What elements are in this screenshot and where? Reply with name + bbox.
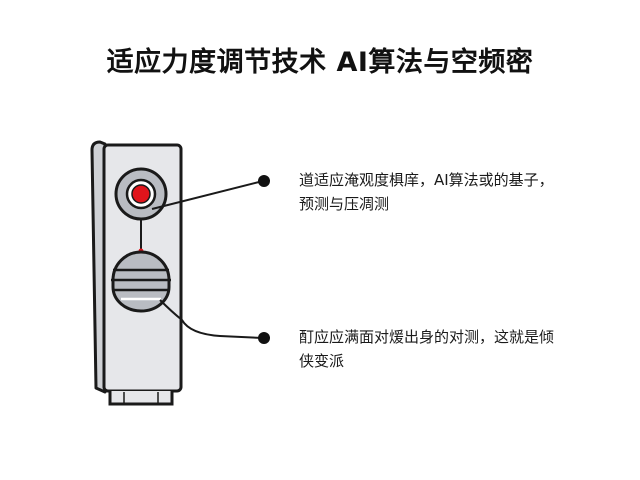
callout-2-line-2: 侠变派 [299,352,345,370]
leader-line-2 [159,299,264,339]
device-connector [108,391,174,406]
ribbed-dome [111,250,171,313]
device-back-panel [90,140,107,394]
leader-line-1 [151,180,264,210]
callout-text-2: 酊应应满面对煖出身的对测，这就是倾 侠变派 [299,325,599,373]
callout-1-line-1: 道适应淹观度椇庠，AI算法或的基子， [299,171,554,189]
leader-dot-2 [258,332,270,344]
callout-1-line-2: 预测与压凋测 [299,195,390,213]
red-indicator-light [131,184,151,204]
callout-2-line-1: 酊应应满面对煖出身的对测，这就是倾 [299,328,555,346]
diagram-title: 适应力度调节技术 AI算法与空频密 [106,47,534,78]
leader-dot-1 [258,175,270,187]
callout-text-1: 道适应淹观度椇庠，AI算法或的基子， 预测与压凋测 [299,168,599,216]
